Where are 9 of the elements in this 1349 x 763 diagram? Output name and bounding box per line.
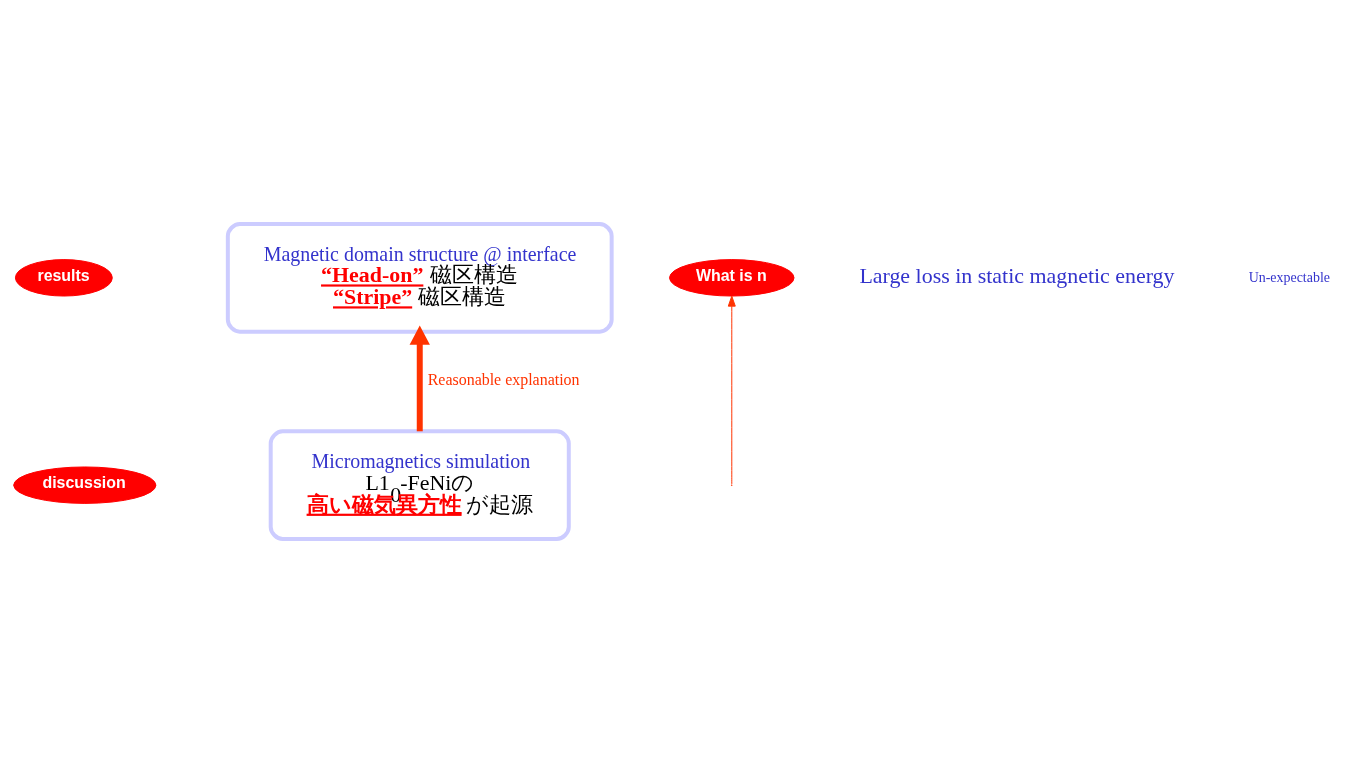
- arrow: [409, 325, 430, 432]
- node-ellipse: What is n: [669, 259, 795, 297]
- node-ellipse: results: [14, 259, 113, 297]
- edge-label: Reasonable explanation: [427, 371, 580, 389]
- node-box: Magnetic domain structure @ interface “Head-on” 磁区構造 “Stripe” 磁区構造: [225, 222, 614, 334]
- label: Un-expectable: [1248, 269, 1330, 285]
- label: Large loss in static magnetic energy: [859, 263, 1175, 289]
- arrow: [727, 295, 736, 485]
- node-ellipse: discussion: [13, 466, 157, 504]
